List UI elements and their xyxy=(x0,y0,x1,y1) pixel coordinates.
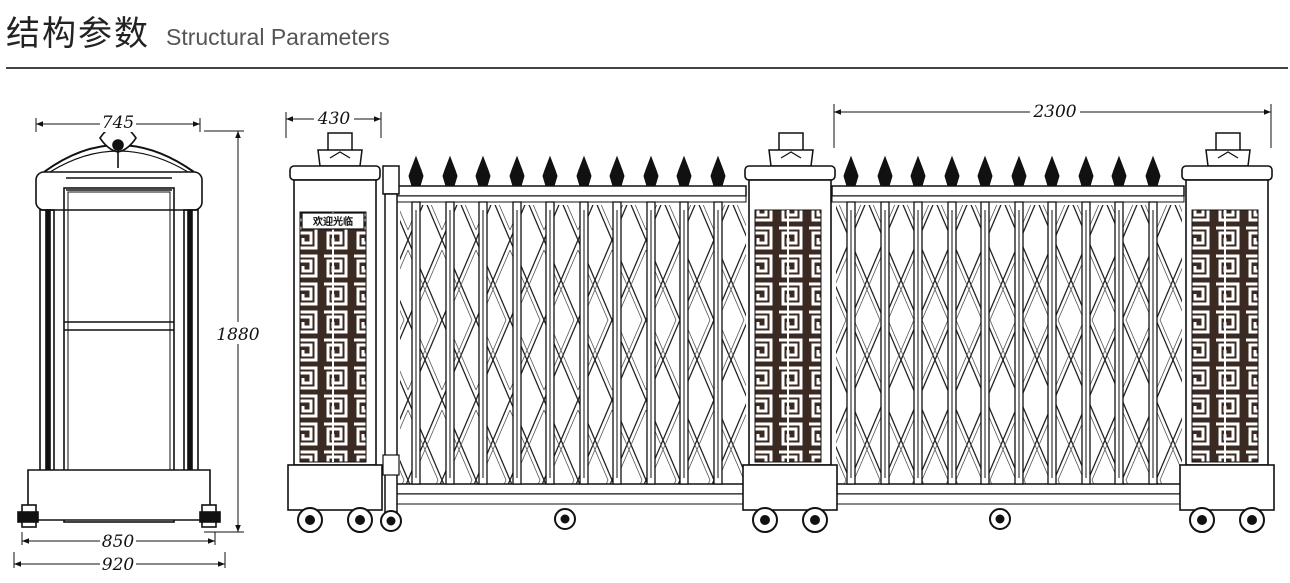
welcome-sign: 欢迎光临 xyxy=(312,215,353,228)
side-view xyxy=(17,124,221,528)
header-divider xyxy=(6,67,1288,69)
dim-side-top-width: 745 xyxy=(102,113,134,133)
page-title-cn: 结构参数 xyxy=(6,14,150,54)
gate-pole xyxy=(380,165,402,532)
post-right xyxy=(1179,132,1275,533)
gate-spike xyxy=(509,155,525,187)
page-title-en: Structural Parameters xyxy=(166,24,390,50)
dim-gate-span: 2300 xyxy=(1032,102,1076,122)
gate-spike xyxy=(1145,155,1161,187)
gate-spike xyxy=(542,155,558,187)
gate-spike xyxy=(643,155,659,187)
gate-spike xyxy=(1011,155,1027,187)
page-header: 结构参数 Structural Parameters xyxy=(6,6,390,54)
gate-spike xyxy=(1111,155,1127,187)
track-wheel-right xyxy=(989,508,1011,530)
gate-spike xyxy=(1044,155,1060,187)
gate-spike xyxy=(710,155,726,187)
gate-spike xyxy=(944,155,960,187)
dim-side-base-width: 850 xyxy=(102,532,135,552)
gate-bars xyxy=(411,201,1158,485)
gate-spike xyxy=(977,155,993,187)
gate-spike xyxy=(408,155,424,187)
gate-spike xyxy=(442,155,458,187)
gate-spike xyxy=(877,155,893,187)
track-wheel-left xyxy=(554,508,576,530)
gate-spike xyxy=(576,155,592,187)
gate-spike xyxy=(609,155,625,187)
gate-spike xyxy=(475,155,491,187)
gate-spike xyxy=(843,155,859,187)
gate-spike xyxy=(910,155,926,187)
post-left xyxy=(287,132,383,533)
post-middle xyxy=(742,132,838,533)
gate-spike xyxy=(1078,155,1094,187)
dim-post-width: 430 xyxy=(317,109,351,129)
dim-side-height: 1880 xyxy=(216,325,259,345)
gate-spike xyxy=(676,155,692,187)
dim-side-total-width: 920 xyxy=(102,555,135,575)
gate-section-right xyxy=(831,185,1185,505)
gate-spikes xyxy=(408,155,1161,187)
